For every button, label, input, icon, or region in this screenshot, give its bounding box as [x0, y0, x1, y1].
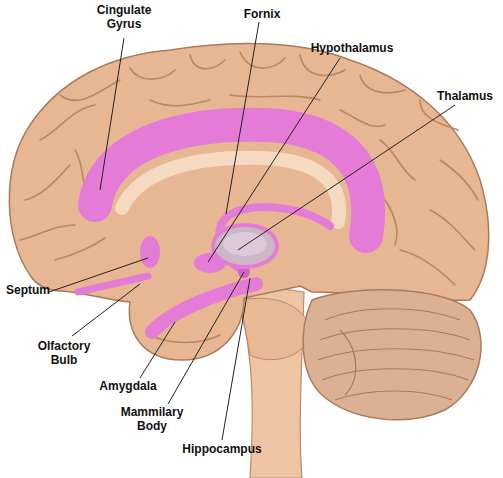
leader-lines [49, 22, 455, 440]
part-label: Hypothalamus [302, 42, 402, 56]
part-label: Amygdala [93, 380, 163, 394]
part-label: Mammilary Body [112, 406, 192, 434]
pons [240, 298, 312, 359]
cerebellum-folia [318, 309, 474, 400]
part-label: Cingulate Gyrus [89, 4, 159, 32]
part-label: Septum [3, 284, 53, 298]
cerebellum [303, 290, 481, 420]
amygdala-hippocampus [152, 284, 256, 332]
part-label: Thalamus [430, 90, 500, 104]
part-label: Fornix [232, 8, 292, 22]
septum [140, 236, 160, 268]
part-label: Olfactory Bulb [29, 340, 99, 368]
part-label: Hippocampus [172, 443, 272, 457]
thalamus [213, 225, 277, 267]
